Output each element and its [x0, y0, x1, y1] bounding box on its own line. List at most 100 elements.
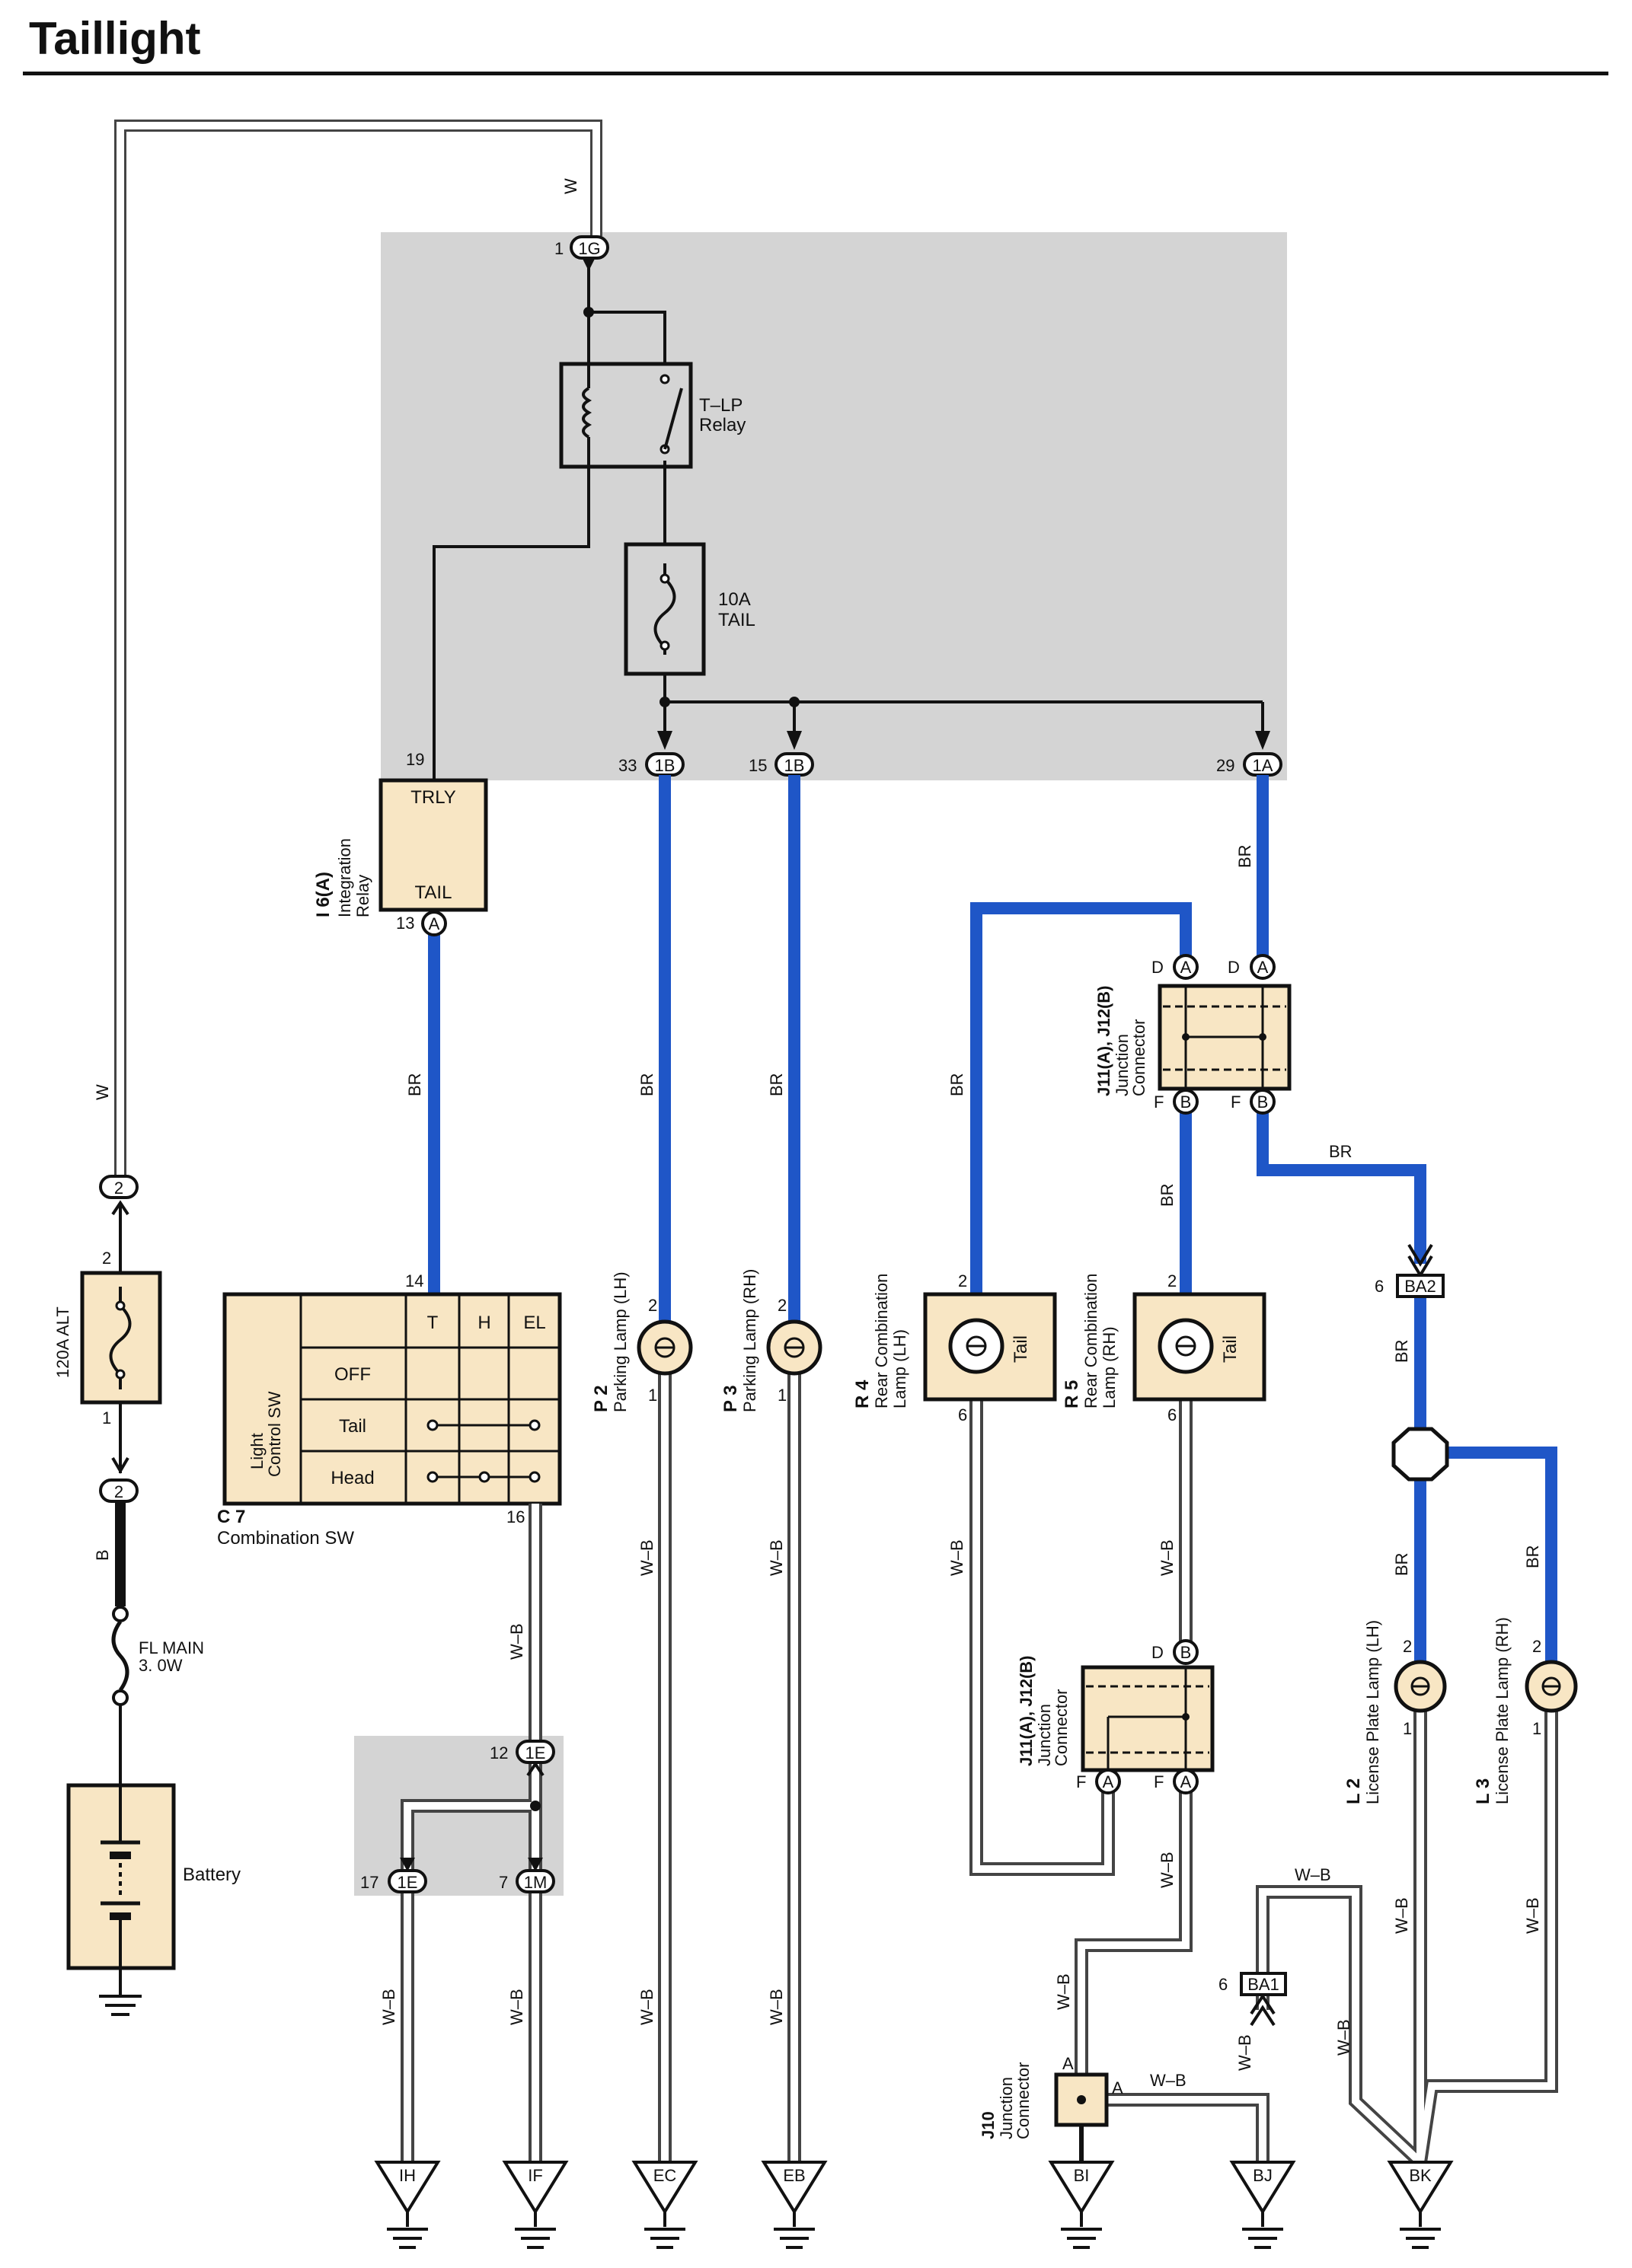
svg-text:F: F	[1231, 1093, 1241, 1112]
connector-BA1: BA1 6	[1218, 1972, 1287, 2027]
svg-text:H: H	[477, 1313, 490, 1333]
svg-text:2: 2	[1403, 1637, 1412, 1656]
svg-text:BR: BR	[767, 1073, 786, 1096]
arrow-icon	[1255, 731, 1270, 750]
svg-text:2: 2	[958, 1271, 967, 1290]
svg-text:W–B: W–B	[767, 1539, 786, 1576]
svg-text:1: 1	[554, 239, 564, 258]
svg-text:A: A	[1257, 958, 1269, 977]
svg-text:OFF: OFF	[334, 1364, 371, 1385]
svg-text:BR: BR	[405, 1073, 424, 1096]
junction-connector-upper: A A D D B B F F J11(A), J12(B) Junction …	[1094, 954, 1292, 1115]
svg-text:1: 1	[1532, 1719, 1541, 1738]
connector-1B-15: 1B 15	[749, 752, 814, 777]
svg-text:Battery: Battery	[183, 1864, 241, 1885]
svg-text:Integration: Integration	[335, 838, 354, 917]
svg-text:BR: BR	[1392, 1552, 1411, 1576]
arrow-icon	[657, 731, 672, 750]
svg-text:16: 16	[506, 1507, 525, 1526]
tail-fuse: 10A TAIL	[624, 542, 755, 676]
svg-text:Lamp (RH): Lamp (RH)	[1100, 1326, 1119, 1408]
svg-text:EB: EB	[783, 2166, 805, 2185]
connector-1E-17: 1E 17	[360, 1869, 427, 1893]
svg-text:R 5: R 5	[1062, 1380, 1082, 1408]
wb-wires	[401, 1367, 1558, 2168]
svg-text:Connector: Connector	[1052, 1689, 1071, 1766]
svg-text:BR: BR	[1329, 1142, 1353, 1161]
ground-BJ: BJ	[1229, 2161, 1296, 2249]
svg-text:A: A	[1112, 2078, 1123, 2097]
svg-text:B: B	[1180, 1643, 1192, 1662]
svg-text:Junction: Junction	[997, 2077, 1016, 2139]
svg-text:A: A	[1180, 958, 1192, 977]
svg-text:A: A	[429, 914, 440, 933]
svg-text:BA1: BA1	[1247, 1975, 1279, 1994]
svg-text:L 2: L 2	[1343, 1778, 1364, 1804]
svg-text:Control SW: Control SW	[265, 1391, 284, 1477]
splice-point	[1391, 1427, 1449, 1482]
connector-1E-12: 1E 12	[490, 1740, 555, 1764]
svg-text:1: 1	[648, 1386, 657, 1405]
svg-text:D: D	[1228, 958, 1240, 977]
svg-text:Rear Combination: Rear Combination	[1081, 1274, 1100, 1408]
w-label: W	[561, 178, 580, 194]
svg-text:Junction: Junction	[1113, 1034, 1132, 1096]
connector-1M-7: 1M 7	[499, 1869, 555, 1893]
relay-block-shading	[381, 232, 1287, 780]
svg-text:W–B: W–B	[1150, 2071, 1186, 2090]
svg-text:F: F	[1076, 1772, 1086, 1791]
junction-connector-j10: A A J10 Junction Connector	[979, 2054, 1123, 2162]
svg-text:License Plate Lamp (RH): License Plate Lamp (RH)	[1493, 1617, 1512, 1804]
rear-combination-lamp-rh: 2 Tail 6 R 5 Rear Combination Lamp (RH)	[1062, 1271, 1266, 1424]
svg-text:C 7: C 7	[217, 1507, 245, 1527]
svg-text:BJ: BJ	[1253, 2166, 1273, 2185]
svg-text:BR: BR	[1523, 1545, 1542, 1568]
svg-text:EC: EC	[653, 2166, 677, 2185]
svg-text:1M: 1M	[524, 1873, 548, 1892]
svg-text:BR: BR	[637, 1073, 656, 1096]
svg-text:EL: EL	[523, 1313, 545, 1333]
svg-text:W–B: W–B	[507, 1989, 526, 2025]
svg-text:A: A	[1103, 1772, 1114, 1791]
ground-EB: EB	[761, 2161, 828, 2249]
svg-text:2: 2	[1167, 1271, 1177, 1290]
svg-text:B: B	[93, 1549, 112, 1561]
ground-IH: IH	[374, 2161, 441, 2249]
svg-text:L 3: L 3	[1473, 1778, 1493, 1804]
svg-text:W–B: W–B	[1523, 1897, 1542, 1934]
svg-text:W–B: W–B	[1158, 1852, 1177, 1888]
svg-text:Tail: Tail	[339, 1416, 366, 1437]
arrow-icon	[787, 731, 802, 750]
fl-main-fuse: B FL MAIN 3. 0W	[93, 1501, 204, 1785]
svg-text:6: 6	[1375, 1277, 1384, 1296]
svg-text:13: 13	[396, 914, 414, 933]
svg-text:P 2: P 2	[591, 1385, 612, 1412]
license-plate-lamp-lh: 2 1 L 2 License Plate Lamp (LH)	[1343, 1620, 1447, 1804]
pin-19: 19	[406, 750, 424, 769]
integration-relay: TRLY TAIL A 13 I 6(A) Integration Relay	[313, 778, 488, 936]
svg-text:IH: IH	[399, 2166, 416, 2185]
svg-text:B: B	[1257, 1093, 1269, 1112]
svg-text:BR: BR	[1392, 1339, 1411, 1363]
w-label: W	[93, 1084, 112, 1100]
svg-text:1B: 1B	[655, 756, 675, 775]
svg-text:TRLY: TRLY	[410, 787, 456, 808]
svg-text:2: 2	[778, 1296, 787, 1315]
svg-text:2: 2	[114, 1179, 123, 1198]
svg-text:2: 2	[648, 1296, 657, 1315]
br-labels: BR BR BR BR BR BR BR BR BR BR	[405, 844, 1542, 1576]
svg-text:J10: J10	[979, 2111, 998, 2139]
svg-text:12: 12	[490, 1743, 508, 1762]
svg-text:33: 33	[618, 756, 637, 775]
splice-dot	[789, 697, 800, 707]
svg-text:29: 29	[1216, 756, 1234, 775]
junction-connector-lower: B D A A F F J11(A), J12(B) Junction Conn…	[1017, 1639, 1215, 1794]
arrow-icon	[583, 259, 595, 271]
svg-text:W–B: W–B	[1158, 1539, 1177, 1576]
parking-lamp-lh: 2 1 P 2 Parking Lamp (LH)	[591, 1271, 693, 1412]
svg-text:Relay: Relay	[353, 875, 372, 917]
svg-text:W–B: W–B	[507, 1623, 526, 1660]
svg-text:Connector: Connector	[1129, 1019, 1148, 1096]
svg-text:W–B: W–B	[1392, 1897, 1411, 1934]
